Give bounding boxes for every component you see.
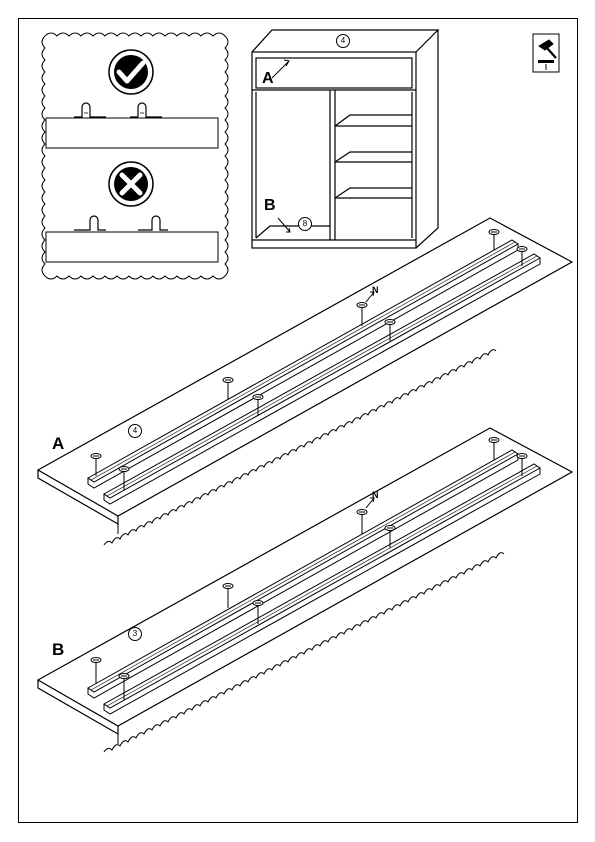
correct-rail-board xyxy=(45,102,219,149)
screw xyxy=(488,437,500,460)
screw-label-n-a: N xyxy=(372,285,379,295)
check-icon xyxy=(108,49,154,95)
cabinet-label-a: A xyxy=(262,70,274,87)
panel-label-a: A xyxy=(52,434,65,453)
screw xyxy=(384,525,396,548)
cross-icon xyxy=(108,161,154,207)
screw xyxy=(384,319,396,341)
screw xyxy=(118,466,130,490)
screw xyxy=(356,302,368,326)
screw xyxy=(516,246,528,266)
screw xyxy=(90,453,102,476)
part-number-panel-a: 4 xyxy=(128,424,142,438)
page-frame xyxy=(18,18,578,823)
panel-a-screws xyxy=(90,229,528,490)
screw xyxy=(356,509,368,534)
wrong-rail-board xyxy=(45,215,219,263)
cabinet-overview xyxy=(251,29,440,249)
part-number-panel-b: 3 xyxy=(128,627,142,641)
screw xyxy=(252,394,264,416)
panel-label-b: B xyxy=(52,640,65,659)
screw xyxy=(222,377,234,400)
screw-label-n-b: N xyxy=(372,490,379,500)
hammer-icon xyxy=(532,33,560,73)
panel-b-screws xyxy=(90,437,528,700)
screw xyxy=(488,229,500,250)
screw xyxy=(90,657,102,684)
part-number-cabinet-top: 4 xyxy=(336,34,350,48)
screw xyxy=(516,453,528,476)
cabinet-label-b: B xyxy=(264,197,276,214)
rail-orientation-inset xyxy=(41,32,229,280)
part-number-cabinet-bottom: 8 xyxy=(298,217,312,231)
panel-b xyxy=(36,427,574,753)
screw xyxy=(222,583,234,608)
panel-a xyxy=(36,217,574,546)
screw xyxy=(118,673,130,700)
screw xyxy=(252,600,264,624)
